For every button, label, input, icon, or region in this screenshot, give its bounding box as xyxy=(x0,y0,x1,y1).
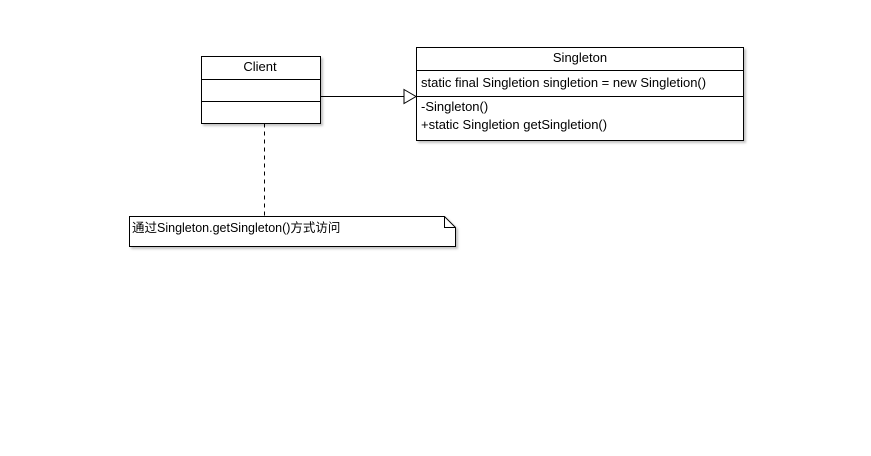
note-text: 通过Singleton.getSingleton()方式访问 xyxy=(132,220,340,235)
note-shape xyxy=(129,216,456,247)
singleton-operation-getter: +static Singletion getSingletion() xyxy=(421,117,607,132)
client-class[interactable]: Client xyxy=(201,56,321,124)
singleton-class-name: Singleton xyxy=(553,50,607,65)
singleton-operation-constructor: -Singleton() xyxy=(421,99,488,114)
singleton-class-box xyxy=(416,47,744,141)
client-to-singleton-connector[interactable] xyxy=(320,88,417,105)
note[interactable]: 通过Singleton.getSingleton()方式访问 xyxy=(129,216,456,247)
note-folded-corner-icon xyxy=(444,216,456,228)
client-class-name: Client xyxy=(243,59,277,74)
singleton-attribute: static final Singletion singletion = new… xyxy=(421,75,706,90)
singleton-class[interactable]: Singleton static final Singletion single… xyxy=(416,47,744,141)
client-class-box xyxy=(201,56,321,124)
hollow-arrowhead-icon xyxy=(403,88,417,105)
